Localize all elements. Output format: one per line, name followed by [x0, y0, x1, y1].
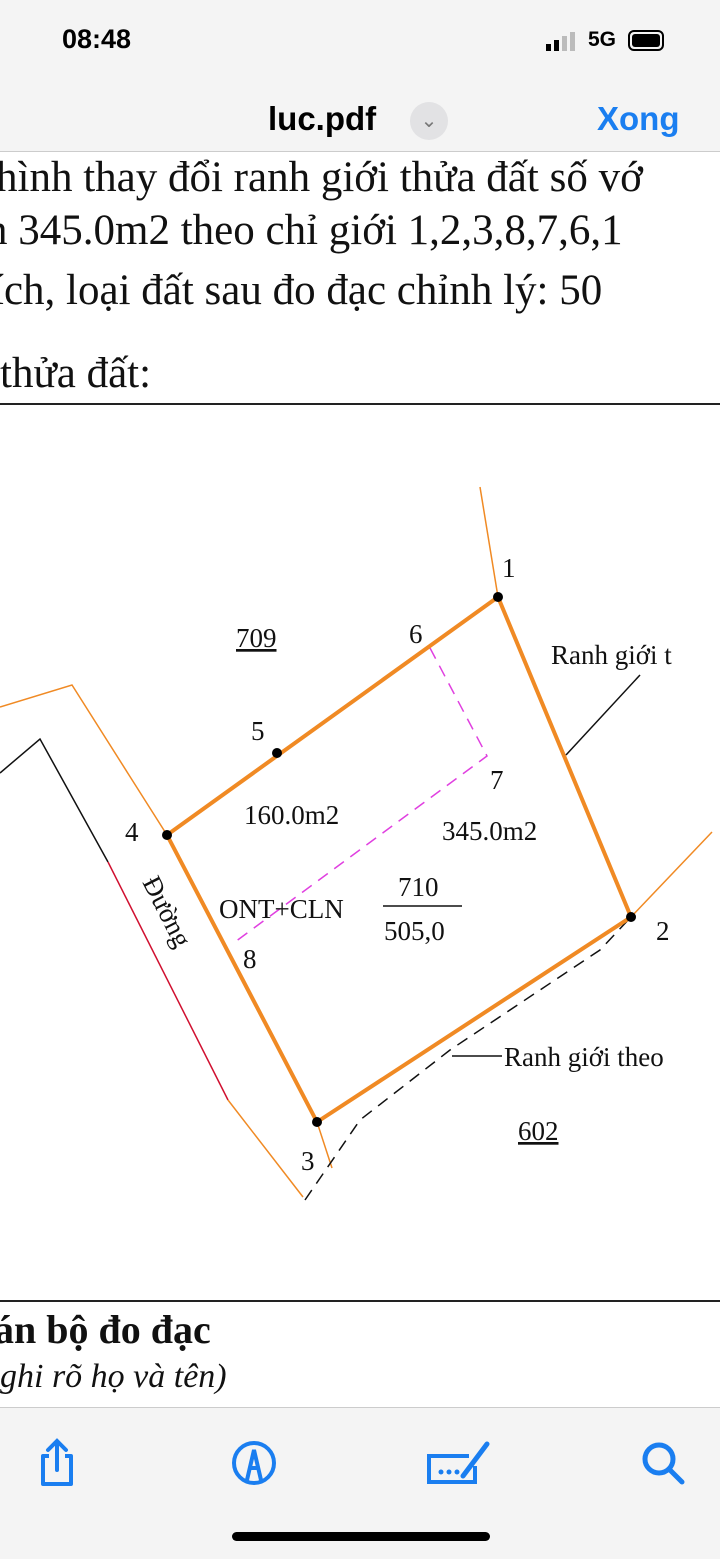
- parcel-602: 602: [518, 1116, 559, 1146]
- boundary-label: Ranh giới t: [551, 640, 672, 670]
- boundary-label: Ranh giới theo: [504, 1042, 664, 1072]
- chevron-down-icon[interactable]: ⌄: [410, 102, 448, 140]
- point-4: [162, 830, 172, 840]
- text-line: thửa đất:: [0, 350, 152, 397]
- point-label: 1: [502, 553, 516, 583]
- point-2: [626, 912, 636, 922]
- network-type: 5G: [588, 28, 617, 51]
- point-label: 2: [656, 916, 670, 946]
- old-boundary: [304, 916, 632, 1201]
- parcel-number: 710: [398, 872, 439, 902]
- point-5: [272, 748, 282, 758]
- point-label: 5: [251, 716, 265, 746]
- area-large: 345.0m2: [442, 816, 537, 846]
- point-label: 6: [409, 619, 423, 649]
- text-line: hình thay đổi ranh giới thửa đất số vớ: [0, 154, 643, 201]
- parcel-diagram: 1 2 3 4 5 6 7 8 709 602 160.0m2 345.0m2 …: [0, 486, 713, 1201]
- neighbour-edge: [479, 486, 499, 598]
- leader-line: [565, 674, 641, 756]
- text-line: n 345.0m2 theo chỉ giới 1,2,3,8,7,6,1: [0, 207, 623, 254]
- text-line: ích, loại đất sau đo đạc chỉnh lý: 50: [0, 267, 603, 314]
- divider: [0, 1300, 720, 1302]
- search-icon[interactable]: [638, 1438, 688, 1488]
- neighbour-edge: [630, 831, 713, 918]
- time: 08:48: [62, 24, 132, 54]
- point-label: 4: [125, 817, 139, 847]
- home-indicator[interactable]: [232, 1532, 490, 1541]
- point-3: [312, 1117, 322, 1127]
- nav-bar: luc.pdf ⌄ Xong: [0, 80, 720, 152]
- battery-icon: [628, 30, 664, 51]
- split-line: [234, 647, 488, 943]
- road-edge-black: [0, 737, 109, 863]
- share-icon[interactable]: [32, 1438, 82, 1488]
- status-bar: 08:48 5G: [0, 0, 720, 80]
- section-subheading: ghi rõ họ và tên): [0, 1358, 227, 1395]
- markup-icon[interactable]: [229, 1438, 279, 1488]
- point-label: 7: [490, 765, 504, 795]
- bottom-toolbar: [0, 1407, 720, 1559]
- section-heading: án bộ đo đạc: [0, 1307, 211, 1352]
- road-edge: [227, 1099, 304, 1198]
- done-button[interactable]: Xong: [597, 100, 680, 137]
- signature-icon[interactable]: [425, 1438, 491, 1488]
- road-label: Đường: [137, 871, 198, 952]
- land-type: ONT+CLN: [219, 894, 344, 924]
- document-title[interactable]: luc.pdf: [268, 100, 377, 137]
- area-small: 160.0m2: [244, 800, 339, 830]
- point-label: 8: [243, 944, 257, 974]
- parcel-area: 505,0: [384, 916, 445, 946]
- point-label: 3: [301, 1146, 315, 1176]
- point-1: [493, 592, 503, 602]
- parcel-709: 709: [236, 623, 277, 653]
- signal-icon: [546, 32, 575, 51]
- divider: [0, 403, 720, 405]
- road-edge-red: [107, 861, 229, 1101]
